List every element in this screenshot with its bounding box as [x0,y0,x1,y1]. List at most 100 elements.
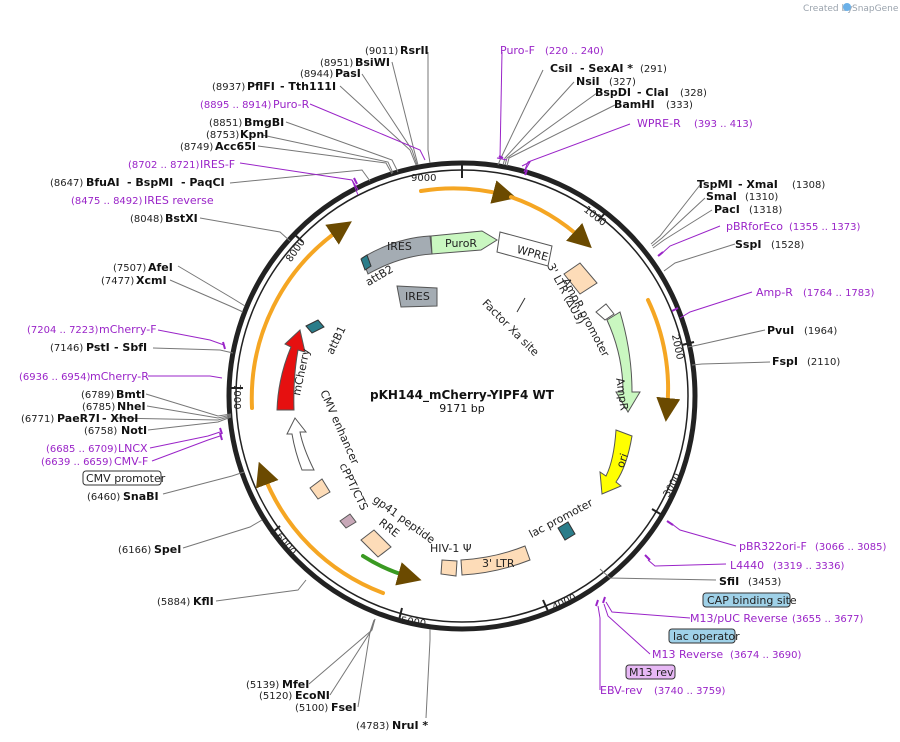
enzyme-csii[interactable]: CsiI [550,62,572,75]
primer-ticks [219,155,679,607]
primer-m13-puc-reverse[interactable]: M13/pUC Reverse [690,612,788,625]
cap-binding-site-box[interactable] [702,592,791,608]
enzyme-paci[interactable]: PacI [714,203,740,216]
enzyme-paqci[interactable]: - PaqCI [181,176,225,189]
enzyme-pasi-pos: (8944) [300,69,333,80]
primer-cmv-f[interactable]: CMV-F [114,455,148,468]
primer-mcherry-r-pos: (6936 .. 6954) [19,372,91,383]
enzyme-spei[interactable]: SpeI [154,543,181,556]
enzyme-tth111i[interactable]: - Tth111I [280,80,336,93]
lac-operator-box[interactable] [668,628,736,644]
orf-arrow-4 [256,461,385,595]
primer-puro-f[interactable]: Puro-F [500,44,535,57]
primer-lncx[interactable]: LNCX [118,442,148,455]
enzyme-bmti[interactable]: BmtI [116,388,145,401]
enzyme-fspi[interactable]: FspI [772,355,798,368]
enzyme-sfii-pos: (3453) [748,577,781,588]
hiv1-psi-shape [440,559,458,577]
credit-text: Created by [803,4,853,14]
enzyme-nsii[interactable]: NsiI [576,75,600,88]
enzyme-xmai[interactable]: - XmaI [738,178,778,191]
enzyme-bmgbi[interactable]: BmgBI [244,116,284,129]
primer-ires-f[interactable]: IRES-F [200,158,235,171]
snapgene-logo-icon [843,3,851,11]
enzyme-paci-pos: (1318) [749,205,782,216]
enzyme-bfuai[interactable]: BfuAI [86,176,120,189]
enzyme-mfei-pos: (5139) [246,680,279,691]
primer-wpre-r[interactable]: WPRE-R [637,117,681,130]
primer-m13-reverse[interactable]: M13 Reverse [652,648,723,661]
enzyme-bsiwi-pos: (8951) [320,58,353,69]
enzyme-acc65i[interactable]: Acc65I [215,140,256,153]
enzyme-afei[interactable]: AfeI [148,261,173,274]
enzyme-sexai[interactable]: - SexAI * [580,62,633,75]
enzyme-clai[interactable]: - ClaI [637,86,669,99]
enzyme-noti-pos: (6758) [84,426,117,437]
enzyme-xhoi[interactable]: - XhoI [102,412,138,425]
enzyme-econi-pos: (5120) [259,691,292,702]
enzyme-noti[interactable]: NotI [121,424,147,437]
enzyme-rsrii-pos: (9011) [365,46,398,57]
enzyme-bstxi-pos: (8048) [130,214,163,225]
enzyme-xcmi[interactable]: XcmI [136,274,167,287]
enzyme-pflfi[interactable]: PflFI [247,80,275,93]
enzymes-right: CsiI - SexAI * (291) NsiI (327) BspDI - … [550,62,840,588]
primer-ires-reverse[interactable]: IRES reverse [144,194,214,207]
primer-ires-reverse-pos: (8475 .. 8492) [71,196,143,207]
primer-ebv-rev[interactable]: EBV-rev [600,684,643,697]
ires-inner-label: IRES [405,290,430,303]
boxed-features: CAP binding site lac operator M13 rev CM… [82,470,797,680]
attb1-label: attB1 [324,324,349,357]
enzyme-nrui[interactable]: NruI * [392,719,428,732]
enzyme-smai[interactable]: SmaI [706,190,737,203]
enzyme-kpni[interactable]: KpnI [240,128,268,141]
gp41-shape [339,513,357,529]
primer-pbrforeco[interactable]: pBRforEco [726,220,783,233]
enzyme-sspi[interactable]: SspI [735,238,761,251]
primer-l4440[interactable]: L4440 [730,559,764,572]
enzyme-fspi-pos: (2110) [807,357,840,368]
enzyme-paer7i-pos: (6771) [21,414,54,425]
m13-rev-box[interactable] [625,664,676,680]
enzyme-sfii[interactable]: SfiI [719,575,739,588]
primer-puro-r[interactable]: Puro-R [273,98,310,111]
enzyme-bamhi-pos: (333) [666,100,693,111]
cmv-promoter-box[interactable] [82,470,162,486]
cmv-promoter-label: CMV promoter [86,472,166,485]
primer-mcherry-f[interactable]: mCherry-F [99,323,157,336]
enzyme-tspmi-pos: (1308) [792,180,825,191]
enzyme-pvui[interactable]: PvuI [767,324,794,337]
enzyme-sbfi[interactable]: - SbfI [114,341,147,354]
enzyme-bsiwi[interactable]: BsiWI [355,56,390,69]
ampr-label: AmpR [613,377,630,412]
enzyme-bspdi[interactable]: BspDI [595,86,631,99]
enzyme-bstxi[interactable]: BstXI [165,212,198,225]
tick-7000: 7000 [231,384,242,409]
primer-pbr322ori-f[interactable]: pBR322ori-F [739,540,807,553]
plasmid-size: 9171 bp [439,402,484,415]
enzyme-tspmi[interactable]: TspMI [697,178,733,191]
primer-mcherry-r[interactable]: mCherry-R [90,370,149,383]
orf-arrow-green [361,554,422,586]
ori-shape [599,429,633,495]
enzyme-mfei[interactable]: MfeI [282,678,309,691]
enzyme-bspmi[interactable]: - BspMI [127,176,173,189]
enzyme-csii-pos: (291) [640,64,667,75]
enzyme-psti[interactable]: PstI [86,341,110,354]
orf-arrow-5 [249,221,352,410]
primer-amp-r[interactable]: Amp-R [756,286,793,299]
tick-5000: 5000 [400,615,427,629]
enzymes-bottom: (5139) MfeI (5120) EcoNI (5100) FseI (47… [246,678,428,732]
primer-wpre-r-pos: (393 .. 413) [694,119,753,130]
enzyme-pasi[interactable]: PasI [335,67,361,80]
ires-outer-label: IRES [387,240,412,253]
enzyme-nhei[interactable]: NheI [117,400,146,413]
enzyme-econi[interactable]: EcoNI [295,689,330,702]
enzyme-bamhi[interactable]: BamHI [614,98,655,111]
enzyme-kfli[interactable]: KflI [193,595,214,608]
enzyme-rsrii[interactable]: RsrII [400,44,429,57]
enzyme-snabi[interactable]: SnaBI [123,490,159,503]
enzyme-paer7i[interactable]: PaeR7I [57,412,100,425]
enzyme-fsei[interactable]: FseI [331,701,357,714]
